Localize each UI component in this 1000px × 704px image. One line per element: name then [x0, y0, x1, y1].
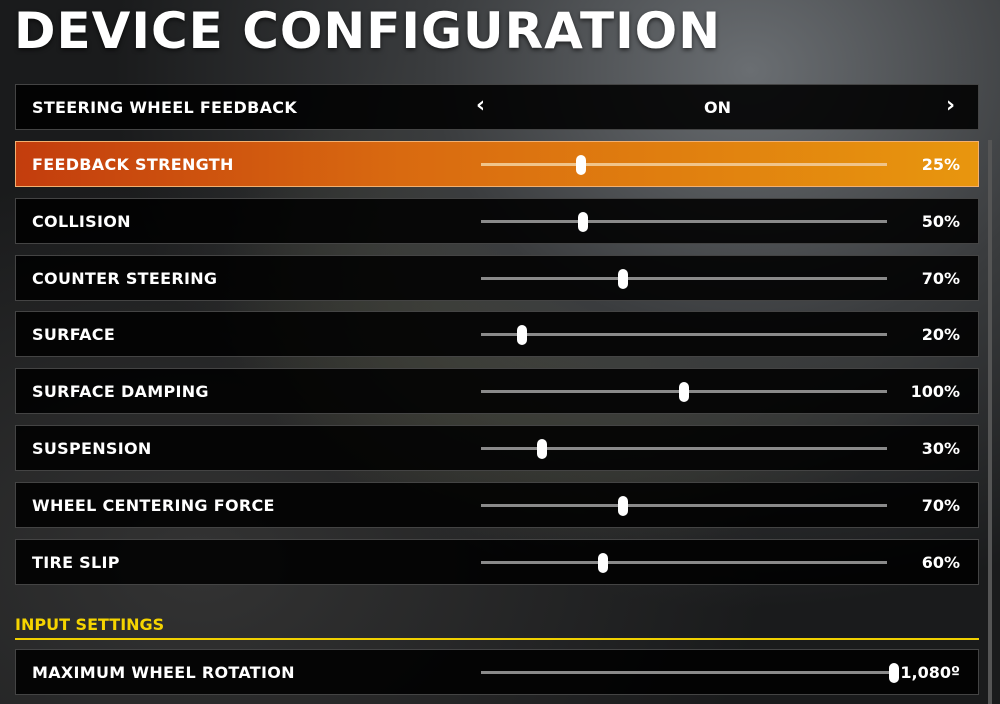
row-label: WHEEL CENTERING FORCE: [32, 495, 275, 515]
row-label: SURFACE: [32, 325, 116, 345]
steering-wheel-feedback-row[interactable]: STEERING WHEEL FEEDBACK ‹ ON ›: [15, 84, 979, 130]
slider-row[interactable]: SUSPENSION 30%: [15, 425, 979, 471]
maximum-wheel-rotation-row[interactable]: MAXIMUM WHEEL ROTATION 1,080º: [15, 649, 979, 695]
scrollbar[interactable]: [988, 140, 992, 704]
slider-track[interactable]: [481, 495, 887, 516]
page-title: DEVICE CONFIGURATION: [14, 2, 722, 60]
slider-thumb[interactable]: [597, 552, 608, 573]
slider-thumb[interactable]: [889, 663, 899, 683]
slider-track[interactable]: [481, 663, 899, 683]
slider-thumb[interactable]: [618, 495, 629, 516]
slider-value: 1,080º: [900, 663, 960, 682]
slider-value: 25%: [921, 155, 960, 174]
slider-thumb[interactable]: [575, 155, 586, 175]
chevron-right-icon[interactable]: ›: [946, 93, 956, 118]
slider-value: 30%: [921, 439, 960, 458]
slider-track[interactable]: [481, 382, 887, 403]
row-label: STEERING WHEEL FEEDBACK: [32, 98, 298, 117]
slider-thumb[interactable]: [679, 382, 689, 403]
slider-row[interactable]: WHEEL CENTERING FORCE 70%: [15, 481, 979, 528]
toggle-value: ON: [704, 98, 731, 117]
slider-row[interactable]: FEEDBACK STRENGTH 25%: [15, 141, 979, 187]
slider-track[interactable]: [481, 211, 887, 232]
slider-track[interactable]: [481, 325, 887, 346]
slider-track[interactable]: [481, 268, 887, 289]
slider-row[interactable]: SURFACE 20%: [15, 311, 979, 358]
row-label: FEEDBACK STRENGTH: [32, 155, 234, 174]
row-label: SURFACE DAMPING: [32, 382, 209, 402]
row-label: COLLISION: [32, 211, 131, 231]
slider-value: 50%: [921, 211, 960, 231]
slider-row[interactable]: TIRE SLIP 60%: [15, 538, 979, 585]
row-label: TIRE SLIP: [32, 552, 120, 572]
slider-value: 70%: [921, 495, 960, 515]
slider-value: 100%: [910, 382, 960, 402]
chevron-left-icon[interactable]: ‹: [476, 93, 486, 118]
row-label: MAXIMUM WHEEL ROTATION: [32, 663, 295, 682]
slider-thumb[interactable]: [577, 211, 588, 232]
row-label: COUNTER STEERING: [32, 268, 218, 288]
slider-value: 20%: [921, 325, 960, 345]
slider-track[interactable]: [481, 552, 887, 573]
slider-value: 70%: [921, 268, 960, 288]
row-label: SUSPENSION: [32, 439, 152, 458]
slider-row[interactable]: COLLISION 50%: [15, 197, 979, 244]
slider-track[interactable]: [481, 155, 887, 175]
slider-thumb[interactable]: [618, 268, 629, 289]
slider-track[interactable]: [481, 439, 887, 459]
slider-thumb[interactable]: [536, 439, 547, 459]
slider-row[interactable]: SURFACE DAMPING 100%: [15, 368, 979, 415]
section-header-input-settings: INPUT SETTINGS: [15, 615, 979, 640]
slider-value: 60%: [921, 552, 960, 572]
slider-row[interactable]: COUNTER STEERING 70%: [15, 254, 979, 301]
slider-thumb[interactable]: [516, 325, 527, 346]
